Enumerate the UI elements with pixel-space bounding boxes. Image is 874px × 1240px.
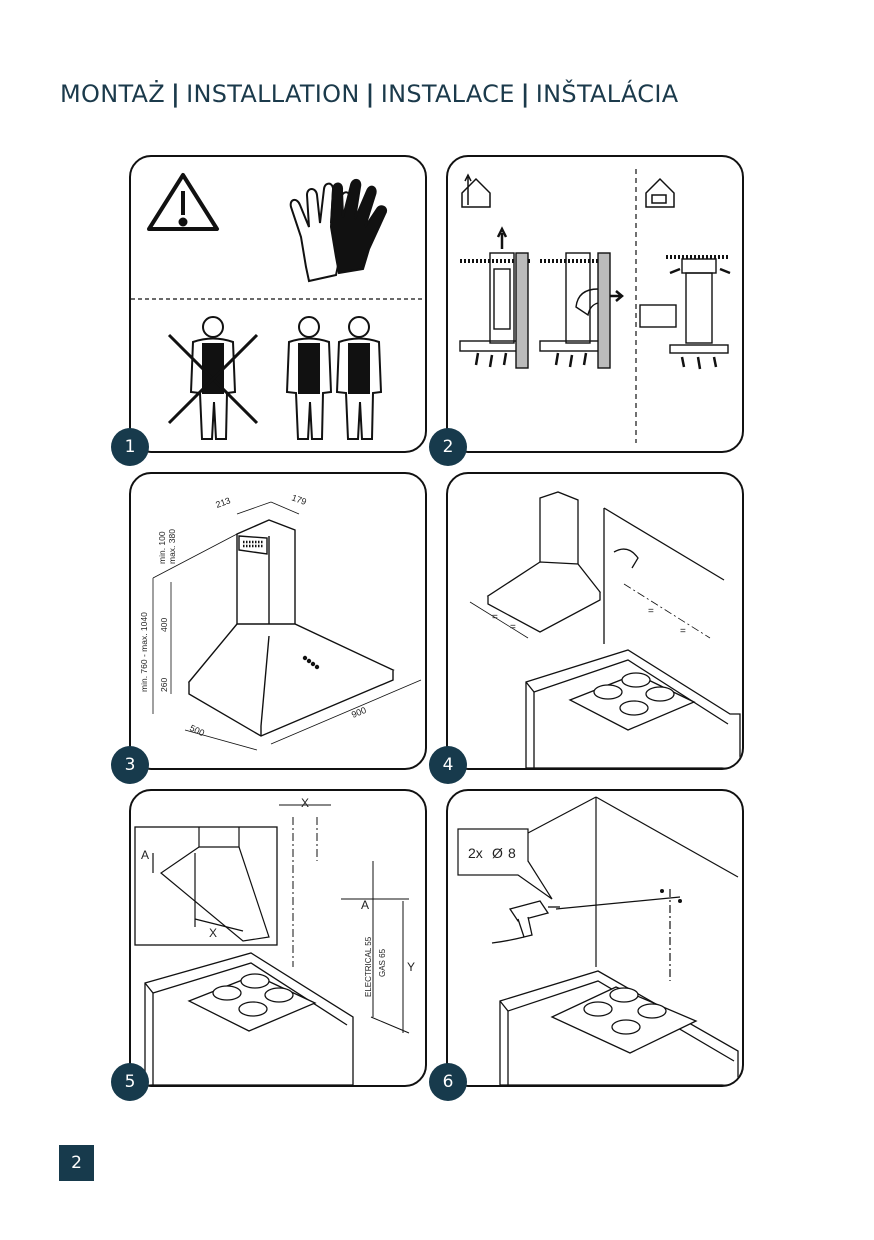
- label-electrical: ELECTRICAL 55: [364, 936, 373, 997]
- dim-range: min. 760 - max. 1040: [139, 612, 149, 692]
- step-6-illustration: 2x Ø 8: [457, 796, 739, 1085]
- label-a: A: [141, 848, 149, 862]
- warning-icon: [147, 173, 219, 231]
- drill-callout: [457, 828, 529, 876]
- drill-hole: [660, 889, 664, 893]
- step-6-panel: 2x Ø 8: [446, 789, 744, 1087]
- step-4-panel: = = = =: [446, 472, 744, 770]
- step-6-badge: 6: [429, 1063, 467, 1101]
- detail-inset: [134, 826, 278, 946]
- page-number: 2: [59, 1145, 94, 1181]
- dim-middle-height: 400: [159, 618, 169, 632]
- dim-top-max: max. 380: [167, 529, 177, 564]
- step-1-badge: 1: [111, 428, 149, 466]
- step-5-panel: A X X A Y ELECTRICAL 55 GAS 65: [129, 789, 427, 1087]
- label-a-right: A: [361, 898, 369, 912]
- title-separator: |: [365, 80, 375, 108]
- step-3-illustration: 213 179 min. 100 max. 380 400 min. 760 -…: [139, 492, 422, 751]
- hob-counter: [499, 970, 739, 1085]
- hood-drawing: [187, 519, 395, 737]
- inset-hood: [152, 827, 270, 942]
- dimension-lines: [152, 501, 422, 751]
- title-cz: INSTALACE: [380, 80, 515, 108]
- step-4-badge: 4: [429, 746, 467, 784]
- step-3-panel: 213 179 min. 100 max. 380 400 min. 760 -…: [129, 472, 427, 770]
- hob-counter: [144, 952, 354, 1085]
- title-en: INSTALLATION: [186, 80, 360, 108]
- label-gas: GAS 65: [378, 948, 387, 977]
- house-exhaust-icon: [461, 173, 491, 208]
- house-recirculation-icon: [645, 177, 675, 208]
- title-separator: |: [171, 80, 181, 108]
- single-person-crossed-icon: [167, 316, 259, 440]
- step-2-panel: [446, 155, 744, 453]
- exhaust-diagram-1: [459, 226, 530, 369]
- equal-mark: =: [510, 622, 516, 633]
- title-separator: |: [520, 80, 530, 108]
- step-5-illustration: A X X A Y ELECTRICAL 55 GAS 65: [134, 796, 415, 1085]
- dim-chimney-depth: 179: [290, 492, 308, 507]
- dim-top-min: min. 100: [157, 531, 167, 564]
- label-x-top: X: [301, 796, 309, 810]
- step-1-panel: [129, 155, 427, 453]
- step-2-illustration: [459, 169, 731, 443]
- gloves-icon: [289, 179, 387, 283]
- hob-counter: [525, 649, 741, 768]
- equal-mark: =: [648, 606, 654, 617]
- wall-lines: [527, 796, 739, 981]
- dim-depth: 500: [188, 723, 206, 738]
- drill-icon: [491, 900, 560, 944]
- dim-chimney-width: 213: [214, 495, 232, 510]
- step-2-badge: 2: [429, 428, 467, 466]
- step-4-illustration: = = = =: [469, 491, 741, 768]
- hood-wall-drawing: [469, 491, 725, 644]
- label-x: X: [209, 926, 217, 940]
- step-5-badge: 5: [111, 1063, 149, 1101]
- dim-width: 900: [350, 705, 368, 720]
- equal-mark: =: [492, 612, 498, 623]
- two-persons-icon: [285, 316, 383, 440]
- diameter-icon: Ø: [492, 845, 503, 861]
- dim-hood-height: 260: [159, 678, 169, 692]
- step-3-badge: 3: [111, 746, 149, 784]
- exhaust-diagram-2: [539, 252, 624, 369]
- page-title: MONTAŻ|INSTALLATION|INSTALACE|INŠTALÁCIA: [60, 80, 678, 108]
- callout-pointer: [517, 860, 553, 900]
- recirculation-diagram: [639, 255, 731, 370]
- dimension-lines: [279, 804, 410, 1034]
- drill-count: 2x: [468, 845, 483, 861]
- label-y: Y: [407, 960, 415, 974]
- drill-hole: [678, 899, 682, 903]
- drill-size: 8: [508, 845, 516, 861]
- title-sk: INŠTALÁCIA: [535, 80, 679, 108]
- title-pl: MONTAŻ: [60, 80, 166, 108]
- equal-mark: =: [680, 626, 686, 637]
- step-1-illustration: [131, 173, 425, 440]
